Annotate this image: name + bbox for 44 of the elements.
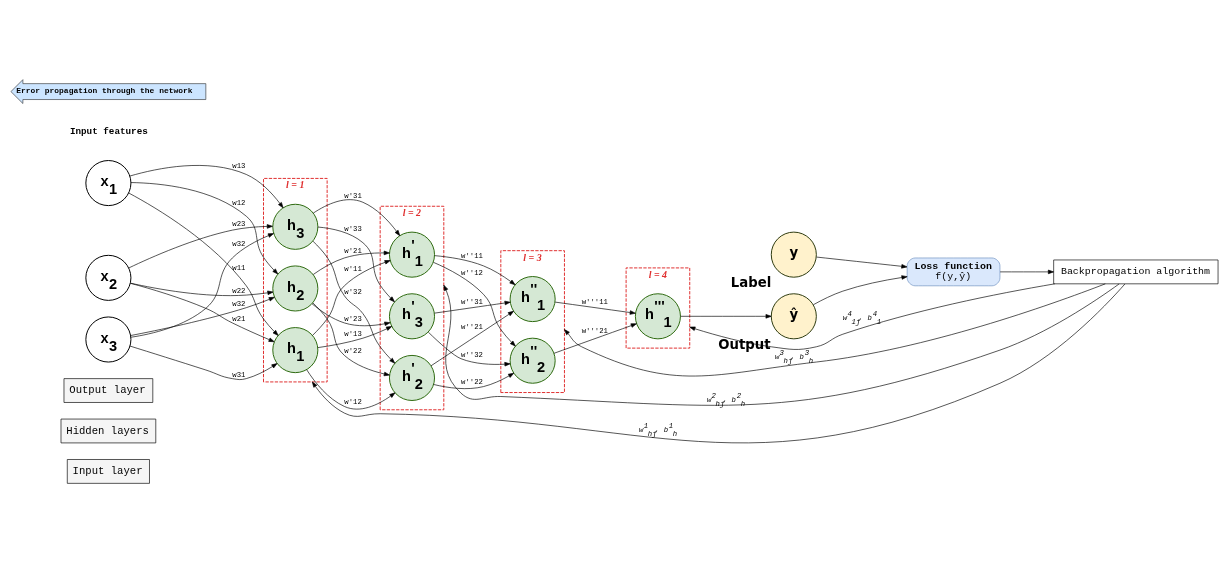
arrow — [434, 255, 516, 286]
arrow — [306, 369, 396, 410]
arrow — [311, 303, 391, 327]
arrow — [816, 256, 908, 269]
arrow — [130, 233, 274, 338]
arrow — [433, 262, 516, 347]
label: Input features — [69, 125, 148, 137]
arrow — [128, 224, 273, 269]
arrow — [433, 372, 515, 389]
node-box: Output layer — [63, 378, 154, 403]
arrow — [689, 283, 1056, 350]
arrow — [311, 283, 1126, 444]
arrow — [434, 300, 511, 314]
arrow — [312, 260, 391, 336]
arrow — [427, 331, 511, 367]
node-circle: y — [770, 231, 817, 278]
node-box: Hidden layers — [60, 418, 157, 444]
node-label: Output — [718, 336, 771, 352]
arrow — [129, 345, 278, 380]
node-box: Loss function f(y,ŷ) — [906, 257, 1001, 287]
node-circle: ŷ — [770, 293, 817, 340]
arrow — [553, 323, 637, 354]
arrow — [129, 165, 284, 209]
arrow — [813, 275, 908, 306]
arrow — [564, 283, 1106, 377]
arrow — [130, 282, 274, 296]
arrow — [312, 199, 401, 236]
arrow — [554, 301, 636, 315]
arrow — [317, 326, 393, 348]
node-box: Backpropagation algorithm — [1053, 259, 1219, 285]
arrow — [312, 250, 390, 275]
node-label: Label — [730, 275, 772, 291]
arrow — [312, 240, 396, 364]
arrow — [999, 269, 1054, 275]
arrow — [430, 310, 514, 367]
arrow — [128, 192, 279, 336]
arrow — [443, 283, 1120, 406]
node-box: Input layer — [66, 459, 150, 484]
arrow — [130, 182, 279, 275]
arrow — [312, 302, 390, 377]
arrow — [317, 226, 395, 303]
arrow — [130, 282, 275, 343]
arrow — [130, 296, 275, 336]
arrow — [680, 314, 772, 319]
